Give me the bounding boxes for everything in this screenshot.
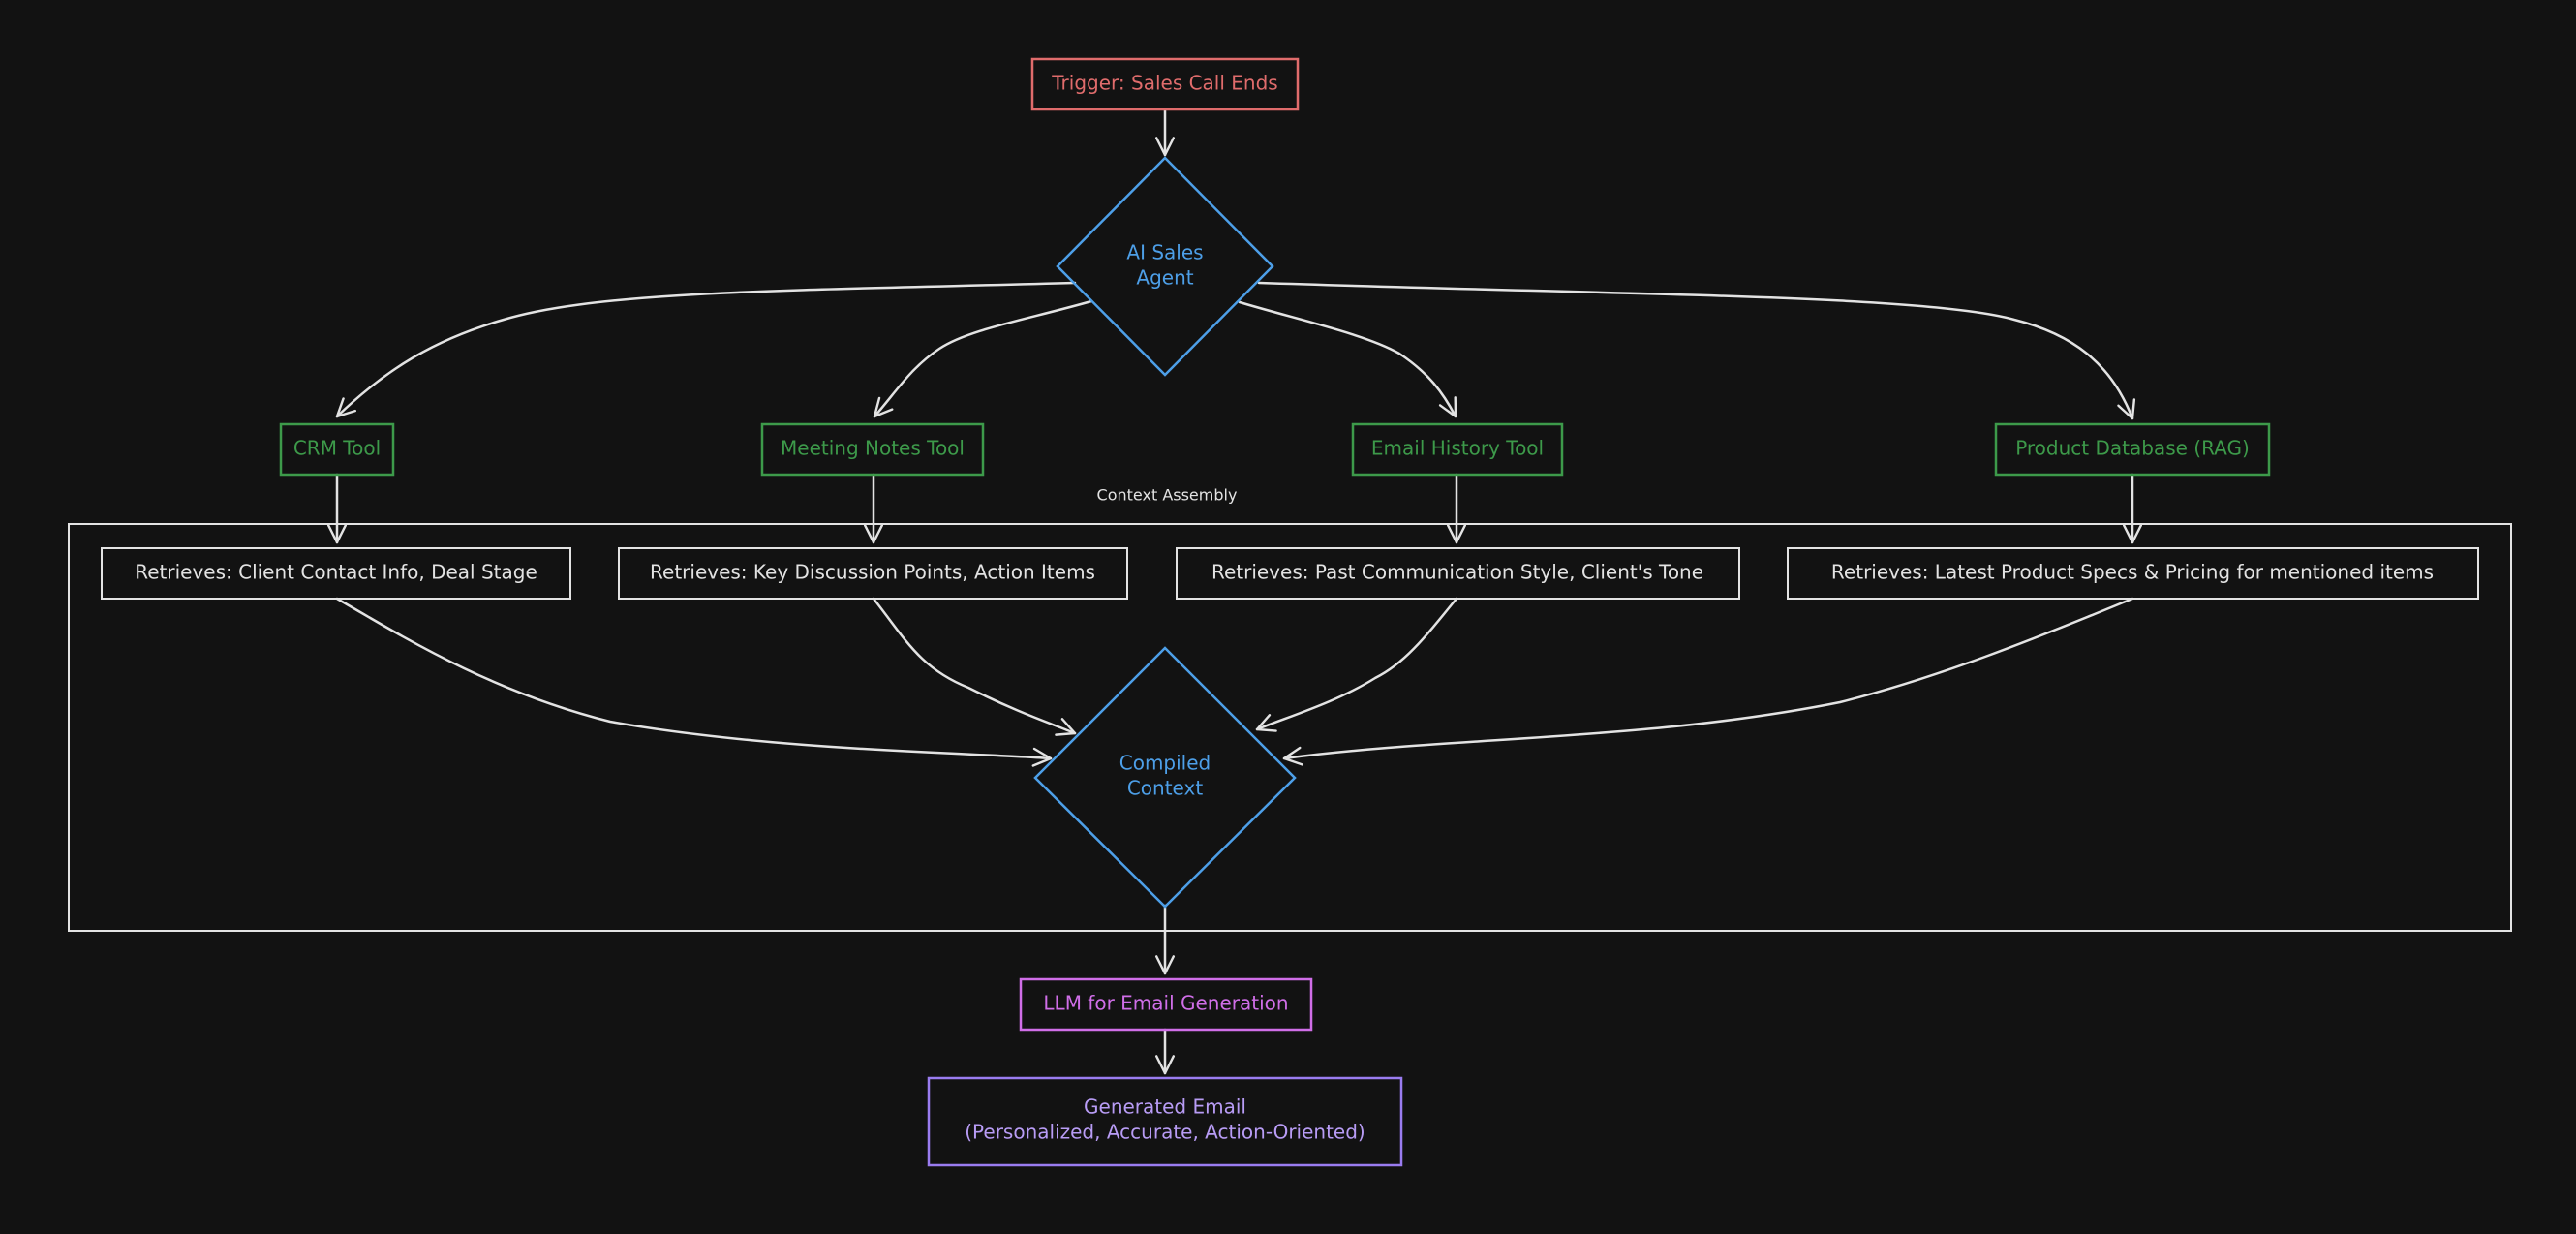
edge-crm-retrieval-to-compiled xyxy=(335,597,1053,767)
edge-meeting-retrieval-to-compiled xyxy=(872,597,1077,736)
retrieval-node-product-database: Retrieves: Latest Product Specs & Pricin… xyxy=(1787,547,2479,600)
tool-label: Product Database (RAG) xyxy=(2015,437,2250,460)
agent-label-line1: AI Sales xyxy=(1126,241,1203,264)
context-assembly-label: Context Assembly xyxy=(1097,486,1238,505)
context-assembly-group: Context Assembly xyxy=(68,486,2512,932)
retrieval-label: Retrieves: Client Contact Info, Deal Sta… xyxy=(135,561,537,584)
tool-node-email-history: Email History Tool xyxy=(1351,422,1564,477)
context-assembly-frame xyxy=(68,523,2512,932)
retrieval-label: Retrieves: Key Discussion Points, Action… xyxy=(650,561,1095,584)
retrieval-label: Retrieves: Latest Product Specs & Pricin… xyxy=(1831,561,2434,584)
output-label-line2: (Personalized, Accurate, Action-Oriented… xyxy=(965,1121,1365,1144)
retrieval-node-crm: Retrieves: Client Contact Info, Deal Sta… xyxy=(101,547,571,600)
agent-node: AI Sales Agent xyxy=(1056,156,1274,377)
tool-node-product-database: Product Database (RAG) xyxy=(1994,422,2271,477)
connectors xyxy=(326,108,2143,1075)
retrieval-label: Retrieves: Past Communication Style, Cli… xyxy=(1211,561,1703,584)
edge-product-retrieval-to-compiled xyxy=(1282,597,2134,766)
edge-agent-to-product xyxy=(1257,281,2136,420)
edge-agent-to-meeting xyxy=(873,299,1093,418)
tool-node-crm: CRM Tool xyxy=(279,422,395,477)
tool-node-meeting-notes: Meeting Notes Tool xyxy=(760,422,985,477)
edge-agent-to-email xyxy=(1238,300,1457,418)
trigger-label: Trigger: Sales Call Ends xyxy=(1051,72,1277,95)
tool-label: Email History Tool xyxy=(1371,437,1544,460)
compiled-label-line1: Compiled xyxy=(1119,752,1211,775)
llm-node: LLM for Email Generation xyxy=(1019,977,1313,1032)
edge-agent-to-crm xyxy=(335,281,1077,418)
compiled-context-node: Compiled Context xyxy=(1033,646,1297,909)
tool-label: CRM Tool xyxy=(293,437,381,460)
retrieval-node-email-history: Retrieves: Past Communication Style, Cli… xyxy=(1176,547,1740,600)
llm-label: LLM for Email Generation xyxy=(1043,992,1288,1015)
tool-label: Meeting Notes Tool xyxy=(781,437,965,460)
retrieval-node-meeting-notes: Retrieves: Key Discussion Points, Action… xyxy=(618,547,1128,600)
agent-label-line2: Agent xyxy=(1136,266,1193,290)
compiled-label-line2: Context xyxy=(1127,777,1204,800)
output-node: Generated Email (Personalized, Accurate,… xyxy=(927,1076,1403,1167)
trigger-node: Trigger: Sales Call Ends xyxy=(1030,57,1300,111)
output-label-line1: Generated Email xyxy=(1084,1095,1246,1119)
edge-email-retrieval-to-compiled xyxy=(1255,597,1458,732)
